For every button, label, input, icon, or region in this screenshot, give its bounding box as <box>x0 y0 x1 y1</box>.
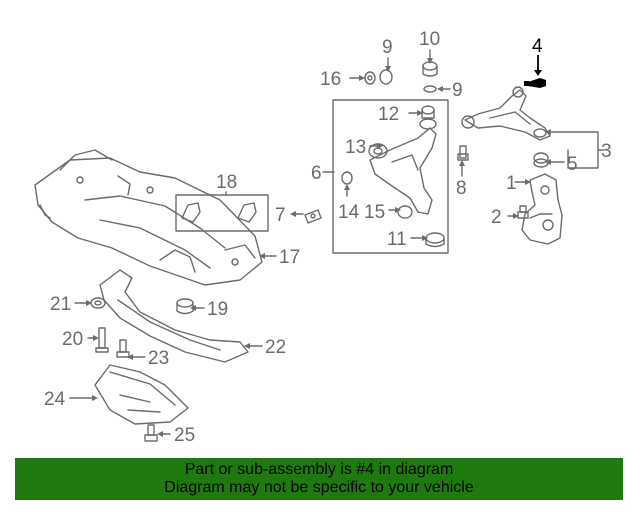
callout-20[interactable]: 20 <box>62 329 83 350</box>
callout-15[interactable]: 15 <box>364 202 385 223</box>
callout-12[interactable]: 12 <box>378 104 399 125</box>
bolt-4-highlighted[interactable] <box>524 55 546 88</box>
bolt-25[interactable] <box>144 424 158 442</box>
callout-13[interactable]: 13 <box>345 137 366 158</box>
mount-10[interactable] <box>422 61 438 77</box>
bolt-8[interactable] <box>457 145 469 161</box>
washer-21[interactable] <box>90 297 106 309</box>
bracket-plate-part[interactable] <box>175 194 269 232</box>
lower-control-arm-part[interactable] <box>369 118 437 215</box>
callout-5[interactable]: 5 <box>567 154 578 175</box>
bolt-23[interactable] <box>116 339 130 358</box>
callout-14[interactable]: 14 <box>338 202 360 223</box>
subframe-part[interactable] <box>34 149 263 286</box>
callout-16[interactable]: 16 <box>320 69 341 90</box>
callout-19[interactable]: 19 <box>207 299 228 320</box>
info-banner: Part or sub-assembly is #4 in diagram Di… <box>15 458 623 500</box>
callout-21[interactable]: 21 <box>50 294 71 315</box>
callout-9-right[interactable]: 9 <box>452 80 463 101</box>
bushing-5[interactable] <box>533 152 549 168</box>
callout-1[interactable]: 1 <box>506 173 517 194</box>
lower-arm-group-box <box>332 99 449 254</box>
washer-14[interactable] <box>341 171 353 185</box>
callout-9-top[interactable]: 9 <box>382 37 393 58</box>
callout-25[interactable]: 25 <box>174 425 195 446</box>
banner-line-2: Diagram may not be specific to your vehi… <box>164 479 474 496</box>
bolt-7[interactable] <box>304 209 322 224</box>
bushing-19[interactable] <box>176 298 194 315</box>
lower-brace-part[interactable] <box>99 269 249 363</box>
callout-11[interactable]: 11 <box>387 229 407 250</box>
bolt-2[interactable] <box>517 205 529 219</box>
callout-22[interactable]: 22 <box>265 337 286 358</box>
callout-7[interactable]: 7 <box>275 205 286 226</box>
callout-8[interactable]: 8 <box>456 178 467 199</box>
callout-10[interactable]: 10 <box>419 29 440 50</box>
callout-18[interactable]: 18 <box>216 172 237 193</box>
callout-6[interactable]: 6 <box>311 163 322 184</box>
bushing-11[interactable] <box>425 232 445 248</box>
bolt-20[interactable] <box>95 327 109 353</box>
washer-9-upper[interactable] <box>379 69 393 85</box>
callout-24[interactable]: 24 <box>44 389 66 410</box>
washer-16[interactable] <box>364 71 376 85</box>
callout-2[interactable]: 2 <box>491 207 502 228</box>
knuckle-part[interactable] <box>521 173 563 245</box>
callout-4[interactable]: 4 <box>532 36 543 57</box>
banner-line-1: Part or sub-assembly is #4 in diagram <box>184 461 454 478</box>
callout-17[interactable]: 17 <box>279 247 300 268</box>
callout-23[interactable]: 23 <box>148 348 169 369</box>
ball-joint-12[interactable] <box>421 105 435 119</box>
bushing-15[interactable] <box>397 205 413 219</box>
skid-plate-part[interactable] <box>94 364 189 425</box>
upper-control-arm-part[interactable] <box>461 86 551 141</box>
callout-3[interactable]: 3 <box>601 141 612 162</box>
washer-9-lower[interactable] <box>423 85 437 93</box>
